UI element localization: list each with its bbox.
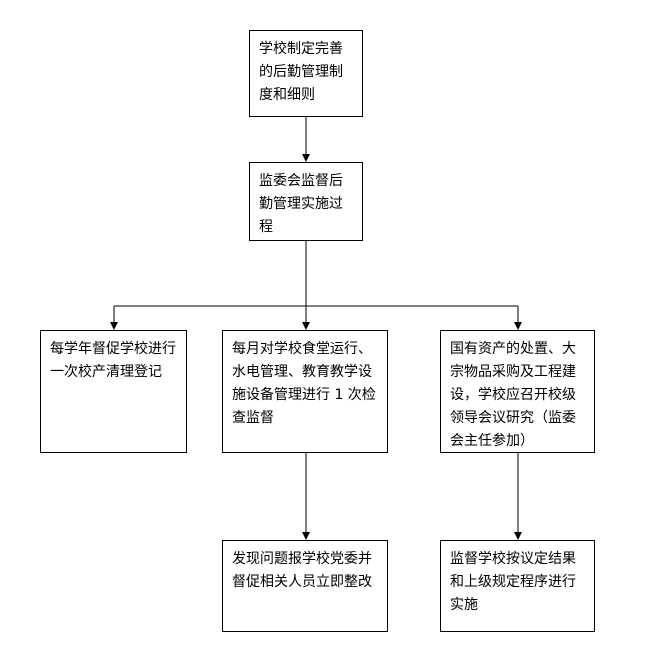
node-report-problems-text: 发现问题报学校党委并督促相关人员立即整改 <box>232 551 372 590</box>
node-supervise-implementation: 监督学校按议定结果和上级规定程序进行实施 <box>440 540 595 632</box>
node-asset-disposal: 国有资产的处置、大宗物品采购及工程建设，学校应召开校级领导会议研究（监委会主任参… <box>440 330 595 453</box>
node-annual-inventory: 每学年督促学校进行一次校产清理登记 <box>40 330 187 453</box>
node-annual-inventory-text: 每学年督促学校进行一次校产清理登记 <box>50 341 176 380</box>
node-policy: 学校制定完善的后勤管理制度和细则 <box>249 30 363 117</box>
node-supervise-implementation-text: 监督学校按议定结果和上级规定程序进行实施 <box>450 551 576 613</box>
node-oversee: 监委会监督后勤管理实施过程 <box>249 162 363 241</box>
node-policy-text: 学校制定完善的后勤管理制度和细则 <box>259 41 343 103</box>
node-oversee-text: 监委会监督后勤管理实施过程 <box>259 173 343 235</box>
node-monthly-inspection: 每月对学校食堂运行、水电管理、教育教学设施设备管理进行 1 次检查监督 <box>222 330 388 453</box>
node-monthly-inspection-text: 每月对学校食堂运行、水电管理、教育教学设施设备管理进行 1 次检查监督 <box>232 341 376 426</box>
node-asset-disposal-text: 国有资产的处置、大宗物品采购及工程建设，学校应召开校级领导会议研究（监委会主任参… <box>450 341 576 449</box>
node-report-problems: 发现问题报学校党委并督促相关人员立即整改 <box>222 540 388 632</box>
